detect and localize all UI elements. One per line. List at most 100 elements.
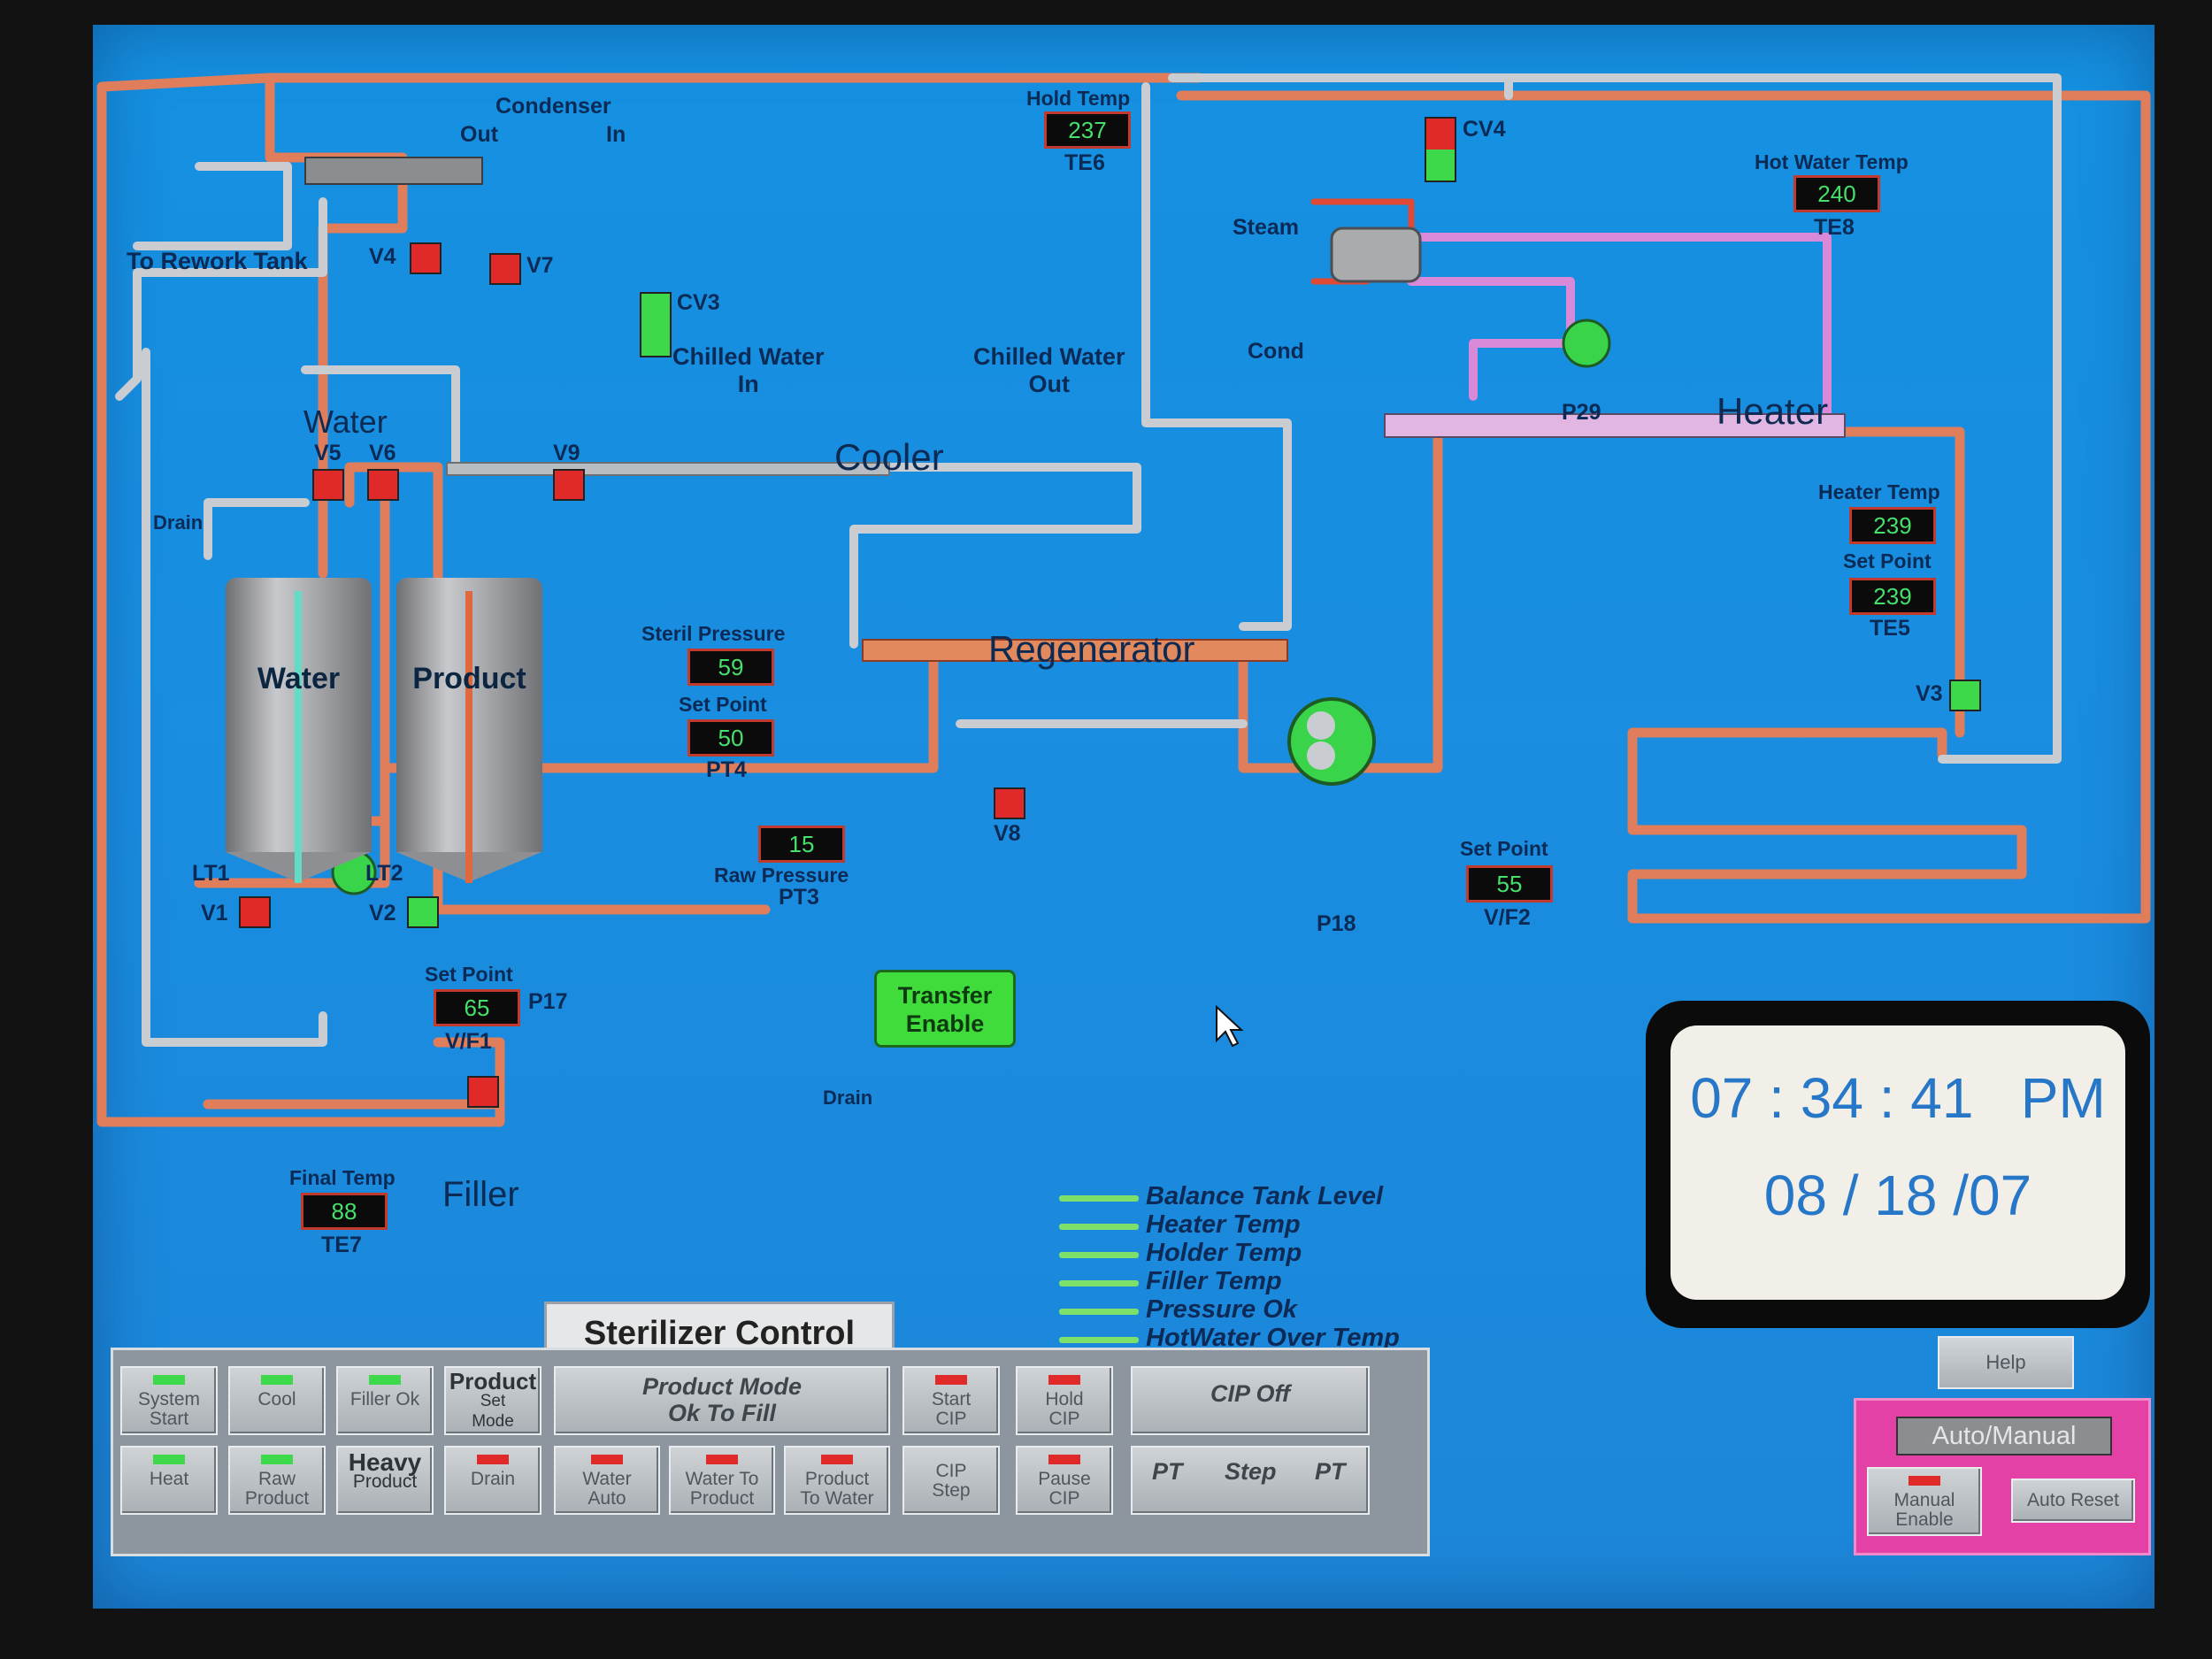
pt-step-pt-display: PT Step PT <box>1131 1446 1370 1515</box>
heater-temp-label: Heater Temp <box>1818 480 1940 503</box>
cool-indicator <box>261 1375 293 1385</box>
product-to-water-button[interactable]: Product To Water <box>784 1446 890 1515</box>
legend-bar-1 <box>1059 1195 1139 1202</box>
hot-water-temp-tag: TE8 <box>1814 215 1855 240</box>
auto-reset-button[interactable]: Auto Reset <box>2011 1479 2135 1523</box>
cv3-label: CV3 <box>677 290 720 315</box>
valve-v4[interactable] <box>410 242 442 274</box>
water-auto-button[interactable]: Water Auto <box>554 1446 660 1515</box>
step-label: Step <box>1225 1458 1277 1485</box>
product-mode-label: Product Mode Ok To Fill <box>642 1373 802 1426</box>
final-temp-value: 88 <box>301 1193 388 1230</box>
hold-cip-indicator <box>1048 1375 1080 1385</box>
product-pipe-main <box>1176 90 2151 924</box>
v1-label: V1 <box>201 901 228 926</box>
help-button[interactable]: Help <box>1938 1336 2074 1389</box>
steam-injector-body <box>1330 227 1422 283</box>
water-tank-label: Water <box>257 662 341 695</box>
transfer-enable-button[interactable]: Transfer Enable <box>874 970 1016 1048</box>
pause-cip-label: Pause CIP <box>1038 1469 1091 1509</box>
steril-pressure-label: Steril Pressure <box>641 622 786 645</box>
control-valve-cv4[interactable] <box>1425 117 1456 182</box>
drain-label: Drain <box>470 1469 516 1489</box>
raw-product-button[interactable]: Raw Product <box>228 1446 326 1515</box>
hold-cip-button[interactable]: Hold CIP <box>1016 1366 1113 1435</box>
auto-manual-panel: Auto/Manual Manual Enable Auto Reset <box>1854 1398 2151 1555</box>
valve-filler[interactable] <box>467 1076 499 1108</box>
pump-p29-body <box>1562 319 1611 368</box>
vf2-setpoint-value[interactable]: 55 <box>1466 865 1553 902</box>
water-pipe-left <box>115 162 327 1047</box>
v2-label: V2 <box>369 901 396 926</box>
clock-face: 07 : 34 : 41 PM 08 / 18 /07 <box>1671 1025 2125 1300</box>
valve-v8[interactable] <box>994 787 1025 819</box>
heavy-sub: Product <box>352 1471 418 1492</box>
product-level-indicator <box>465 591 472 883</box>
lt2-label: LT2 <box>365 861 403 886</box>
filler-ok-button[interactable]: Filler Ok <box>336 1366 434 1435</box>
valve-v3[interactable] <box>1949 680 1981 711</box>
valve-v2[interactable] <box>407 896 439 928</box>
manual-enable-indicator <box>1909 1476 1940 1486</box>
heat-label: Heat <box>149 1469 189 1489</box>
start-cip-button[interactable]: Start CIP <box>902 1366 1000 1435</box>
cip-off-label: CIP Off <box>1210 1380 1290 1407</box>
legend-hotwater-over-temp: HotWater Over Temp <box>1146 1324 1400 1352</box>
heater-setpoint-value[interactable]: 239 <box>1849 578 1936 615</box>
start-cip-label: Start CIP <box>931 1389 972 1429</box>
water-level-indicator <box>295 591 302 883</box>
cool-button[interactable]: Cool <box>228 1366 326 1435</box>
raw-product-label: Raw Product <box>244 1469 310 1509</box>
cooler-body <box>446 462 890 476</box>
vf1-setpoint-value[interactable]: 65 <box>434 989 520 1026</box>
legend-pressure-ok: Pressure Ok <box>1146 1295 1297 1324</box>
water-to-product-button[interactable]: Water To Product <box>669 1446 775 1515</box>
cip-off-button[interactable]: CIP Off <box>1131 1366 1370 1435</box>
water-pipe-cooler <box>301 82 1292 649</box>
valve-v6[interactable] <box>367 469 399 501</box>
valve-v5[interactable] <box>312 469 344 501</box>
condenser-in-label: In <box>606 122 626 147</box>
product-mode-ok-to-fill-button[interactable]: Product Mode Ok To Fill <box>554 1366 890 1435</box>
drain-left-label: Drain <box>153 511 204 534</box>
heater-setpoint-tag: TE5 <box>1870 616 1910 641</box>
vf1-setpoint-label: Set Point <box>425 963 513 986</box>
cip-step-button[interactable]: CIP Step <box>902 1446 1000 1515</box>
cip-step-label: CIP Step <box>932 1461 971 1501</box>
vf2-setpoint-tag: V/F2 <box>1484 905 1531 930</box>
product-set-mode-title: Product <box>449 1368 537 1394</box>
steril-setpoint-value[interactable]: 50 <box>687 719 774 757</box>
raw-pressure-value: 15 <box>758 826 845 863</box>
manual-enable-button[interactable]: Manual Enable <box>1867 1467 1982 1536</box>
valve-v1[interactable] <box>239 896 271 928</box>
hot-water-loop <box>1407 233 1832 432</box>
drain-indicator <box>477 1455 509 1464</box>
product-pipe-filler <box>203 1037 505 1110</box>
auto-reset-label: Auto Reset <box>2027 1490 2119 1510</box>
system-start-button[interactable]: System Start <box>120 1366 218 1435</box>
drain-button[interactable]: Drain <box>444 1446 541 1515</box>
pump-p18-body <box>1287 697 1376 786</box>
heat-button[interactable]: Heat <box>120 1446 218 1515</box>
product-to-water-indicator <box>821 1455 853 1464</box>
vf2-setpoint-label: Set Point <box>1460 837 1548 860</box>
cond-label: Cond <box>1248 339 1304 364</box>
hot-water-temp-label: Hot Water Temp <box>1755 150 1909 173</box>
product-set-mode-sub: Set Mode <box>472 1392 514 1431</box>
legend-filler-temp: Filler Temp <box>1146 1267 1282 1295</box>
legend-bar-4 <box>1059 1280 1139 1286</box>
p17-label: P17 <box>528 989 568 1014</box>
hold-cip-label: Hold CIP <box>1045 1389 1084 1429</box>
pause-cip-button[interactable]: Pause CIP <box>1016 1446 1113 1515</box>
v8-label: V8 <box>994 821 1021 846</box>
control-valve-cv3[interactable] <box>640 292 672 357</box>
heater-body <box>1384 413 1846 438</box>
valve-v9[interactable] <box>553 469 585 501</box>
filler-ok-label: Filler Ok <box>349 1389 420 1409</box>
steril-pressure-value: 59 <box>687 649 774 686</box>
valve-v7[interactable] <box>489 253 521 285</box>
chilled-water-out-label: Chilled Water Out <box>973 343 1125 397</box>
legend-bar-5 <box>1059 1309 1139 1315</box>
